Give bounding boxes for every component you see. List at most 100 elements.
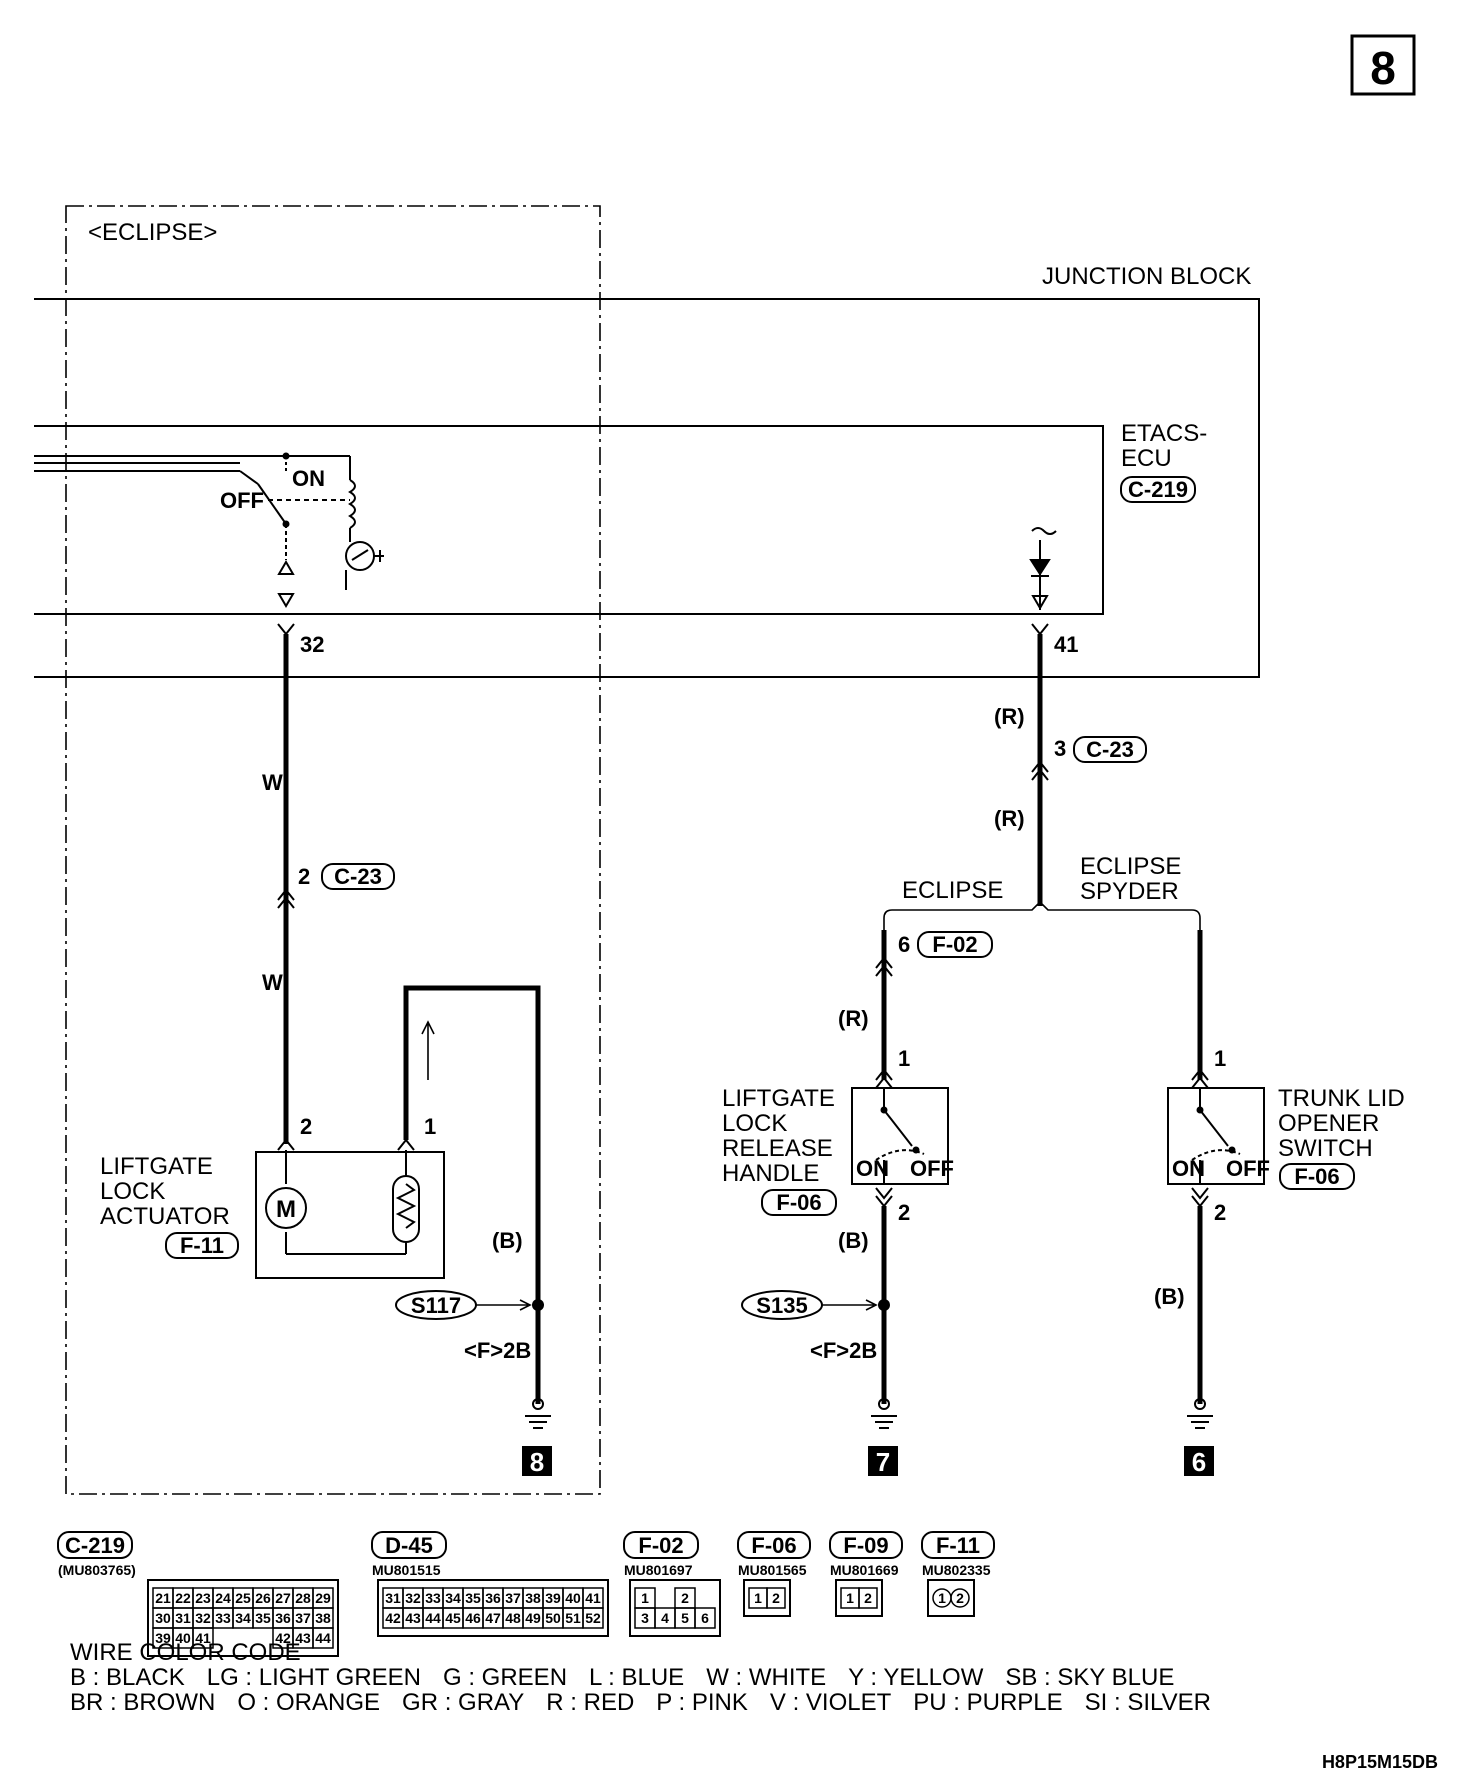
wire-black-left	[403, 985, 541, 1404]
actuator-connector-label: F-11	[180, 1233, 224, 1258]
etacs-connector-box	[1120, 476, 1196, 503]
handle-label-3: RELEASE	[722, 1135, 833, 1162]
trunk-lid-opener-switch	[1167, 1087, 1265, 1185]
connector-pin	[858, 1587, 878, 1609]
actuator-internal	[265, 1150, 420, 1255]
actuator-pin-2: 2	[300, 1114, 312, 1139]
connector-pin-number: 42	[385, 1610, 401, 1626]
ground-7-label: 7	[876, 1447, 890, 1477]
legend-item: GR : GRAY	[402, 1689, 525, 1716]
connector-pin-number: 32	[195, 1610, 211, 1626]
handle-switch	[875, 1088, 925, 1184]
handle-pin-1: 1	[898, 1046, 910, 1071]
ground-6-label: 6	[1192, 1447, 1206, 1477]
ground-symbol-left	[525, 1398, 551, 1429]
legend-item: SI : SILVER	[1084, 1689, 1211, 1716]
trunk-label-3: SWITCH	[1278, 1135, 1373, 1162]
connector-pin-number: 41	[195, 1630, 211, 1646]
relay-contact-dot	[282, 520, 290, 528]
handle-label-1: LIFTGATE	[722, 1085, 835, 1112]
trunk-pin-2: 2	[1214, 1200, 1226, 1225]
c23-left-box	[321, 863, 395, 890]
terminal-41: 41	[1054, 632, 1078, 657]
connector-pin-number: 43	[295, 1630, 311, 1646]
handle-contact-dot	[880, 1106, 888, 1114]
legend-item: B : BLACK	[70, 1664, 185, 1691]
connector-view-body	[377, 1579, 609, 1637]
connector-pin-number: 1	[846, 1590, 854, 1606]
connector-view-name: F-02	[638, 1533, 683, 1558]
trunk-switch-contacts	[1191, 1088, 1241, 1184]
trunk-off-label: OFF	[1226, 1156, 1270, 1181]
wire-color-r-eclipse: (R)	[838, 1006, 869, 1031]
connector-pin-number: 2	[956, 1590, 964, 1606]
c23-left-symbol	[277, 888, 295, 909]
connector-pin-number: 41	[585, 1590, 601, 1606]
connector-view-name: D-45	[385, 1533, 433, 1558]
connector-pin-number: 36	[275, 1610, 291, 1626]
legend-item: G : GREEN	[443, 1664, 568, 1691]
connector-view-name: C-219	[65, 1533, 125, 1558]
branch-spyder-label-1: ECLIPSE	[1080, 853, 1181, 880]
etacs-label-1: ETACS-	[1121, 420, 1207, 447]
connector-pin-number: 26	[255, 1590, 271, 1606]
junction-block-label: JUNCTION BLOCK	[1042, 263, 1251, 290]
wire-color-b-mid: (B)	[838, 1228, 869, 1253]
connector-view-tag	[737, 1531, 811, 1559]
handle-pin-2: 2	[898, 1200, 910, 1225]
connector-pin-number: 37	[295, 1610, 311, 1626]
connector-pin-number: 38	[315, 1610, 331, 1626]
connector-pin-number: 25	[235, 1590, 251, 1606]
connector-view-part: MU801515	[372, 1562, 441, 1578]
connector-pin-number: 34	[445, 1590, 461, 1606]
connector-view-body	[835, 1579, 883, 1617]
connector-pin-number: 22	[175, 1590, 191, 1606]
handle-connector-box	[761, 1189, 837, 1216]
f02-box	[917, 931, 993, 958]
connector-view-body	[629, 1579, 721, 1637]
ground-6-box	[1184, 1446, 1214, 1476]
c23-left-pin: 2	[298, 864, 310, 889]
splice-s117-label: S117	[411, 1293, 461, 1318]
etacs-input-circuit	[1029, 527, 1057, 610]
connector-pin-number: 1	[938, 1590, 946, 1606]
legend-item: SB : SKY BLUE	[1005, 1664, 1175, 1691]
splice-s135-label: S135	[756, 1293, 807, 1318]
branch-bracket	[883, 900, 1201, 930]
handle-connector-label: F-06	[776, 1190, 821, 1215]
connector-pin-number: 1	[641, 1590, 649, 1606]
connector-view-tag	[57, 1531, 133, 1559]
connector-view-name: F-11	[936, 1533, 980, 1558]
actuator-label-2: LOCK	[100, 1178, 165, 1205]
wire-color-w-upper: W	[262, 770, 283, 795]
connector-view-part: MU801669	[830, 1562, 899, 1578]
connector-pin-number: 40	[565, 1590, 581, 1606]
f02-pin: 6	[898, 932, 910, 957]
connector-pin	[950, 1588, 970, 1608]
connector-view-tag	[829, 1531, 903, 1559]
connector-pin-number: 24	[215, 1590, 231, 1606]
trunk-contact-dot	[1228, 1146, 1236, 1154]
connector-pin-number: 42	[275, 1630, 291, 1646]
connector-pin-number: 33	[215, 1610, 231, 1626]
legend-item: BR : BROWN	[70, 1689, 216, 1716]
legend-item: LG : LIGHT GREEN	[206, 1664, 421, 1691]
connector-pin-number: 49	[525, 1610, 541, 1626]
wire-color-b-left: (B)	[492, 1228, 523, 1253]
legend-item: P : PINK	[656, 1689, 748, 1716]
trunk-on-label: ON	[1172, 1156, 1205, 1181]
handle-off-label: OFF	[910, 1156, 954, 1181]
liftgate-lock-release-handle	[851, 1087, 949, 1185]
handle-label-4: HANDLE	[722, 1160, 819, 1187]
junction-terminal-32-symbol	[277, 623, 295, 636]
connector-pin	[192, 1627, 214, 1649]
c23-left-name: C-23	[334, 864, 382, 889]
ground-ref-left: <F>2B	[464, 1338, 531, 1363]
connector-pin-number: 4	[661, 1610, 669, 1626]
handle-pin-bottom-symbol	[875, 1187, 893, 1208]
connector-pin-number: 38	[525, 1590, 541, 1606]
connector-pin-number: 1	[754, 1590, 762, 1606]
legend-item: V : VIOLET	[769, 1689, 892, 1716]
